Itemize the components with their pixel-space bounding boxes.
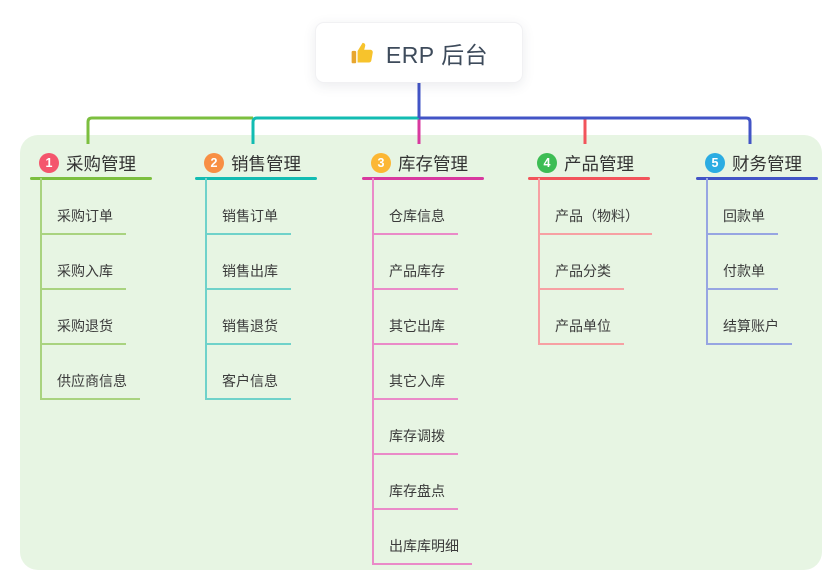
child-topic[interactable]: 采购入库: [40, 261, 126, 290]
branch-topic-label: 产品管理: [564, 153, 634, 174]
branch-库存管理: 3 库存管理仓库信息产品库存其它出库其它入库库存调拨库存盘点出库库明细: [362, 151, 522, 565]
child-topic[interactable]: 产品分类: [538, 261, 624, 290]
child-row: 其它出库: [372, 290, 522, 345]
branch-topic-label: 财务管理: [732, 153, 802, 174]
child-topic[interactable]: 产品（物料）: [538, 206, 652, 235]
child-row: 产品分类: [538, 235, 688, 290]
branch-underline: [30, 177, 152, 180]
thumbs-up-icon: [350, 40, 376, 66]
branch-topic-label: 库存管理: [398, 153, 468, 174]
branch-topic[interactable]: 3 库存管理: [362, 151, 522, 175]
child-row: 产品单位: [538, 290, 688, 345]
child-topic[interactable]: 销售出库: [205, 261, 291, 290]
child-topic[interactable]: 产品库存: [372, 261, 458, 290]
root-topic[interactable]: ERP 后台: [315, 22, 523, 83]
child-row: 结算账户: [706, 290, 839, 345]
priority-badge: 4: [537, 153, 557, 173]
branch-topic-label: 销售管理: [231, 153, 301, 174]
branch-topic[interactable]: 2 销售管理: [195, 151, 355, 175]
branch-topic[interactable]: 4 产品管理: [528, 151, 688, 175]
branch-underline: [528, 177, 650, 180]
branches-panel: [20, 135, 822, 570]
branch-children: 回款单付款单结算账户: [706, 178, 839, 345]
child-topic[interactable]: 产品单位: [538, 316, 624, 345]
child-row: 采购入库: [40, 235, 190, 290]
root-topic-label: ERP 后台: [385, 41, 489, 68]
child-row: 销售退货: [205, 290, 355, 345]
branch-topic[interactable]: 5 财务管理: [696, 151, 839, 175]
child-row: 库存调拨: [372, 400, 522, 455]
priority-badge: 3: [371, 153, 391, 173]
child-row: 销售出库: [205, 235, 355, 290]
branch-underline: [696, 177, 818, 180]
child-topic[interactable]: 销售订单: [205, 206, 291, 235]
child-row: 采购退货: [40, 290, 190, 345]
branch-child-connector: [706, 178, 708, 345]
branch-underline: [362, 177, 484, 180]
child-row: 产品（物料）: [538, 180, 688, 235]
priority-badge: 5: [705, 153, 725, 173]
priority-badge: 2: [204, 153, 224, 173]
child-row: 库存盘点: [372, 455, 522, 510]
child-topic[interactable]: 采购订单: [40, 206, 126, 235]
child-topic[interactable]: 付款单: [706, 261, 778, 290]
child-topic[interactable]: 其它入库: [372, 371, 458, 400]
child-topic[interactable]: 结算账户: [706, 316, 792, 345]
branch-财务管理: 5 财务管理回款单付款单结算账户: [696, 151, 839, 345]
child-row: 客户信息: [205, 345, 355, 400]
branch-child-connector: [40, 178, 42, 400]
branch-topic-label: 采购管理: [66, 153, 136, 174]
child-topic[interactable]: 其它出库: [372, 316, 458, 345]
branch-children: 采购订单采购入库采购退货供应商信息: [40, 178, 190, 400]
child-row: 出库库明细: [372, 510, 522, 565]
child-row: 采购订单: [40, 180, 190, 235]
branch-采购管理: 1 采购管理采购订单采购入库采购退货供应商信息: [30, 151, 190, 400]
branch-children: 销售订单销售出库销售退货客户信息: [205, 178, 355, 400]
branch-销售管理: 2 销售管理销售订单销售出库销售退货客户信息: [195, 151, 355, 400]
child-topic[interactable]: 采购退货: [40, 316, 126, 345]
child-topic[interactable]: 回款单: [706, 206, 778, 235]
priority-badge: 1: [39, 153, 59, 173]
child-row: 产品库存: [372, 235, 522, 290]
child-topic[interactable]: 供应商信息: [40, 371, 140, 400]
child-row: 仓库信息: [372, 180, 522, 235]
child-row: 销售订单: [205, 180, 355, 235]
child-row: 回款单: [706, 180, 839, 235]
branch-underline: [195, 177, 317, 180]
branch-children: 产品（物料） 产品分类产品单位: [538, 178, 688, 345]
child-topic[interactable]: 库存调拨: [372, 426, 458, 455]
branch-child-connector: [205, 178, 207, 400]
child-topic[interactable]: 出库库明细: [372, 536, 472, 565]
child-topic[interactable]: 仓库信息: [372, 206, 458, 235]
branch-topic[interactable]: 1 采购管理: [30, 151, 190, 175]
branch-child-connector: [372, 178, 374, 565]
child-row: 其它入库: [372, 345, 522, 400]
child-topic[interactable]: 销售退货: [205, 316, 291, 345]
child-topic[interactable]: 库存盘点: [372, 481, 458, 510]
child-topic[interactable]: 客户信息: [205, 371, 291, 400]
branch-children: 仓库信息产品库存其它出库其它入库库存调拨库存盘点出库库明细: [372, 178, 522, 565]
child-row: 付款单: [706, 235, 839, 290]
branch-child-connector: [538, 178, 540, 345]
branch-产品管理: 4 产品管理产品（物料） 产品分类产品单位: [528, 151, 688, 345]
child-row: 供应商信息: [40, 345, 190, 400]
